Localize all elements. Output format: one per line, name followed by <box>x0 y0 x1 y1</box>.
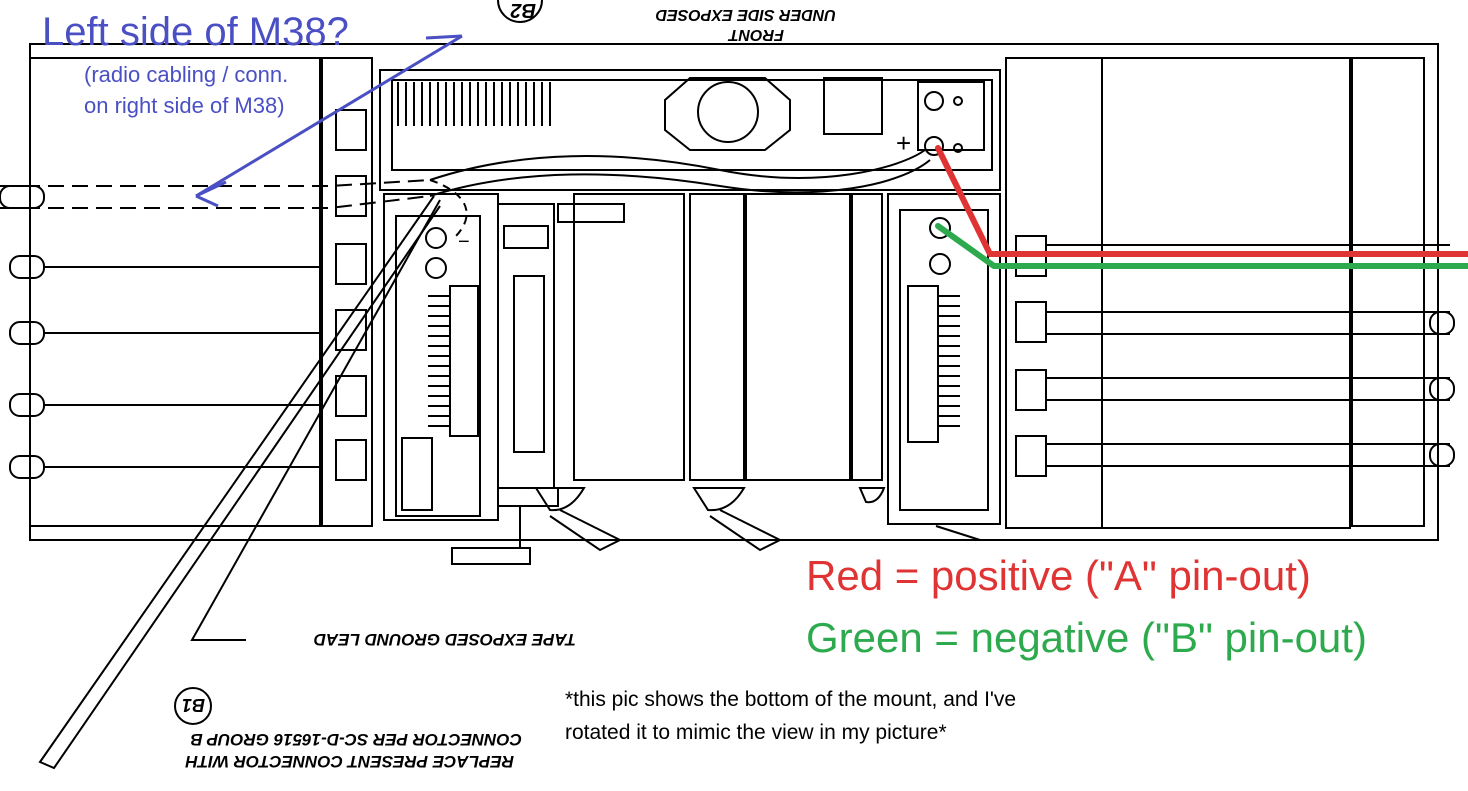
red-wire <box>935 145 1468 257</box>
center-module-a <box>497 203 555 489</box>
question-heading: Left side of M38? <box>42 10 349 54</box>
upper-comb <box>397 82 551 126</box>
minus-label: − <box>458 231 470 253</box>
plus-label: + <box>896 128 911 158</box>
legend-red: Red = positive ("A" pin-out) <box>806 552 1311 599</box>
right-terminal-module <box>887 193 1001 525</box>
foot-right <box>858 487 886 504</box>
cable-run <box>429 149 926 181</box>
front-line2: FRONT <box>728 26 784 43</box>
terminal-icon <box>924 91 944 111</box>
b2-marker-circle <box>497 0 543 23</box>
question-note-line2: on right side of M38) <box>84 93 285 118</box>
b2-marker-label: B2 <box>510 0 536 21</box>
right-end-block <box>1351 57 1425 527</box>
front-line1: UNDER SIDE EXPOSED <box>655 6 836 23</box>
positive-terminal-icon <box>924 136 944 156</box>
left-stubs <box>0 185 320 479</box>
square-component <box>823 77 883 135</box>
connector-leader <box>38 195 441 770</box>
b1-marker-label: B1 <box>182 695 205 715</box>
negative-terminal-icon <box>929 217 951 239</box>
upper-box <box>379 69 1001 191</box>
center-module-d <box>745 193 851 481</box>
foot-left <box>534 487 586 512</box>
question-arrow-line <box>425 34 463 40</box>
foot-center <box>692 487 746 512</box>
connector-label-line2: REPLACE PRESENT CONNECTOR WITH <box>185 752 514 771</box>
left-connector-blocks <box>335 109 367 481</box>
left-end-block <box>29 57 321 527</box>
ground-lead-leader <box>190 199 441 641</box>
footnote-line1: *this pic shows the bottom of the mount,… <box>565 688 1017 711</box>
question-note-line1: (radio cabling / conn. <box>84 62 289 87</box>
center-module-c <box>689 193 745 481</box>
green-wire <box>935 223 1468 269</box>
b1-marker-circle <box>174 687 212 725</box>
question-arrow <box>195 34 463 198</box>
right-stubs <box>1046 244 1455 467</box>
connector-label-line1: CONNECTOR PER SC-D-16516 GROUP B <box>190 730 522 749</box>
center-module-b <box>573 193 685 481</box>
ground-lead-label: TAPE EXPOSED GROUND LEAD <box>314 630 576 649</box>
right-connector-blocks <box>1015 235 1047 477</box>
right-panel <box>1101 57 1351 529</box>
legend-green: Green = negative ("B" pin-out) <box>806 614 1367 661</box>
octagon-component <box>664 77 791 151</box>
left-bracket <box>321 57 373 527</box>
right-bracket <box>1005 57 1103 529</box>
arrow-head-icon <box>195 180 227 208</box>
footnote-line2: rotated it to mimic the view in my pictu… <box>565 721 947 744</box>
